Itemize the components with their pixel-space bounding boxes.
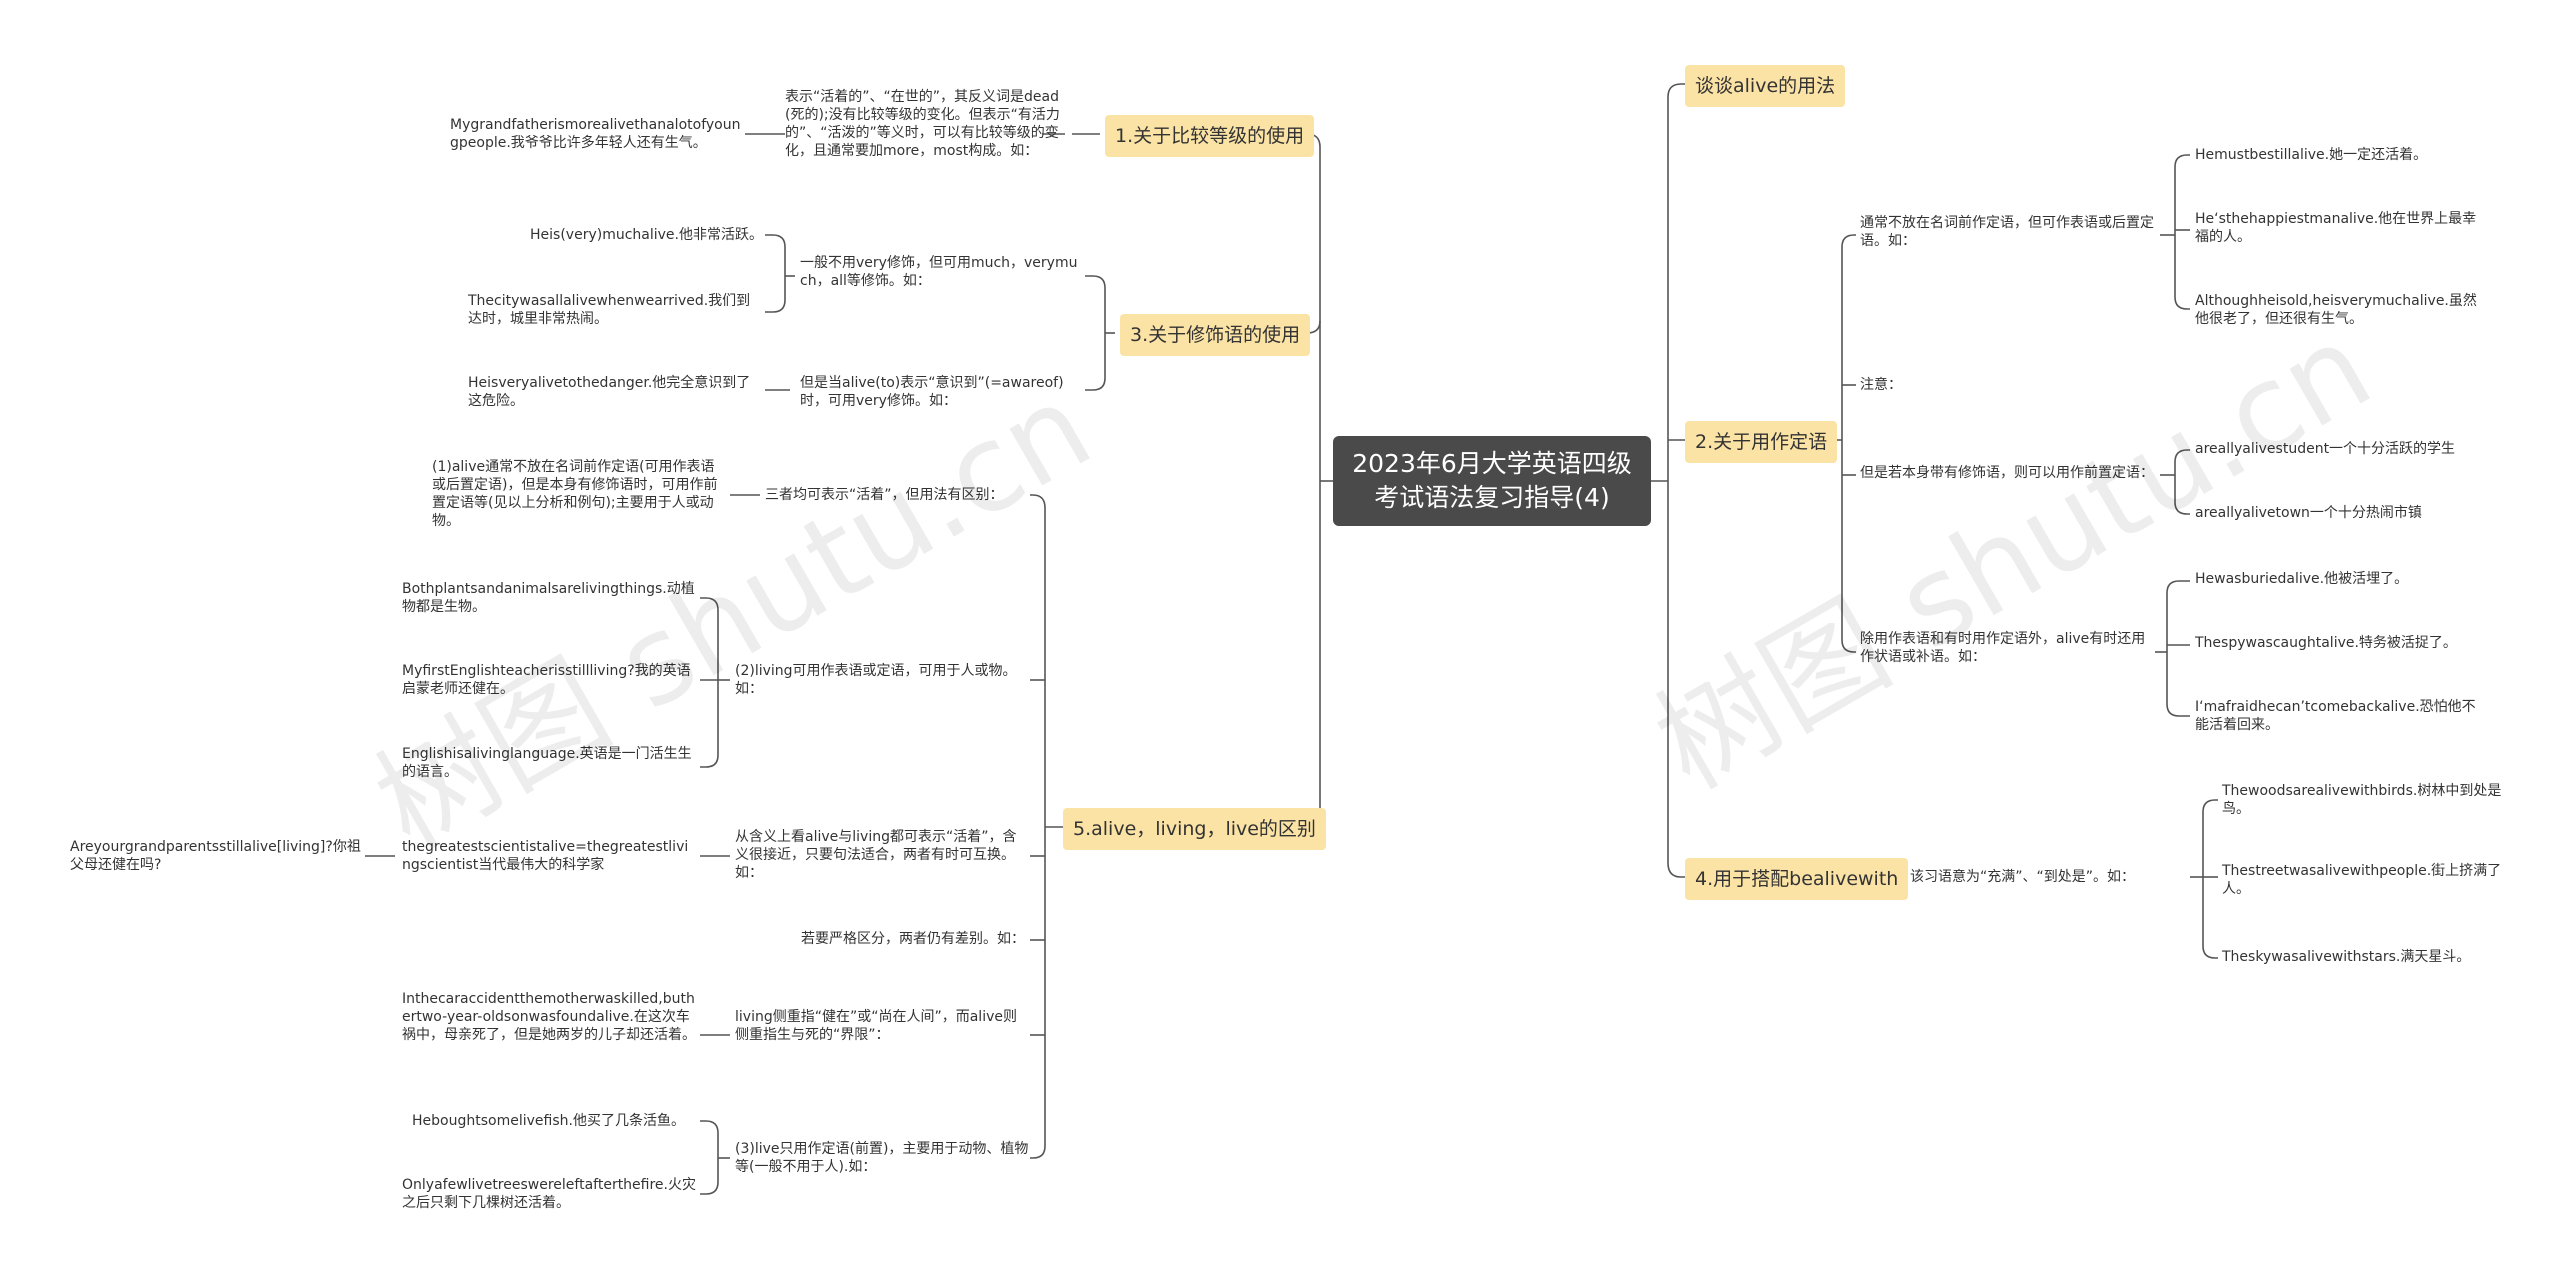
b4-note-1[interactable]: 该习语意为“充满”、“到处是”。如： (1910, 869, 2136, 885)
b2-note-4[interactable]: 除用作表语和有时用作定语外，alive有时还用作状语或补语。如： (1860, 631, 2146, 665)
b5-example-6[interactable]: Inthecaraccidentthemotherwaskilled,buthe… (402, 991, 696, 1043)
b4-example-1[interactable]: Thewoodsarealivewithbirds.树林中到处是鸟。 (2222, 783, 2502, 817)
branch-alive-living-live[interactable]: 5.alive，living，live的区别 (1063, 808, 1326, 850)
b2-example-2[interactable]: He‘sthehappiestmanalive.他在世界上最幸福的人。 (2195, 211, 2477, 245)
b2-note-2[interactable]: 注意： (1860, 377, 1902, 393)
b5-example-5[interactable]: Areyourgrandparentsstillalive[living]?你祖… (70, 839, 361, 873)
b2-note-3[interactable]: 但是若本身带有修饰语，则可以用作前置定语： (1860, 465, 2154, 481)
root-topic[interactable]: 2023年6月大学英语四级考试语法复习指导(4) (1333, 436, 1651, 526)
b5-note-3[interactable]: 从含义上看alive与living都可表示“活着”，含义很接近，只要句法适合，两… (735, 829, 1017, 881)
b3-note-2[interactable]: 但是当alive(to)表示“意识到”(=awareof)时，可用very修饰。… (800, 375, 1064, 409)
b5-example-1[interactable]: Bothplantsandanimalsarelivingthings.动植物都… (402, 581, 695, 615)
b4-example-3[interactable]: Theskywasalivewithstars.满天星斗。 (2222, 949, 2471, 965)
b5-example-4[interactable]: thegreatestscientistalive=thegreatestliv… (402, 839, 689, 873)
b5-detail-1[interactable]: (1)alive通常不放在名词前作定语(可用作表语或后置定语)，但是本身有修饰语… (432, 459, 718, 529)
b5-example-7[interactable]: Heboughtsomelivefish.他买了几条活鱼。 (412, 1113, 685, 1129)
b2-example-6[interactable]: Hewasburiedalive.他被活埋了。 (2195, 571, 2409, 587)
branch-attributive[interactable]: 2.关于用作定语 (1685, 421, 1838, 463)
b2-example-5[interactable]: areallyalivetown一个十分热闹市镇 (2195, 505, 2422, 521)
branch-comparison[interactable]: 1.关于比较等级的使用 (1105, 115, 1315, 157)
b5-note-5[interactable]: living侧重指“健在”或“尚在人间”，而alive则侧重指生与死的“界限”： (735, 1009, 1017, 1043)
b3-example-1[interactable]: Heis(very)muchalive.他非常活跃。 (530, 227, 763, 243)
branch-alive-usage[interactable]: 谈谈alive的用法 (1685, 65, 1846, 107)
b2-example-8[interactable]: I‘mafraidhecan’tcomebackalive.恐怕他不能活着回来。 (2195, 699, 2476, 733)
b5-note-6[interactable]: (3)live只用作定语(前置)，主要用于动物、植物等(一般不用于人).如： (735, 1141, 1029, 1175)
branch-bealivewith[interactable]: 4.用于搭配bealivewith (1685, 858, 1909, 900)
b1-example-1[interactable]: Mygrandfatherismorealivethanalotofyoungp… (450, 117, 741, 151)
b2-example-3[interactable]: Althoughheisold,heisverymuchalive.虽然他很老了… (2195, 293, 2477, 327)
b5-note-1[interactable]: 三者均可表示“活着”，但用法有区别： (765, 487, 1004, 503)
b5-example-3[interactable]: Englishisalivinglanguage.英语是一门活生生的语言。 (402, 746, 692, 780)
b3-example-2[interactable]: Thecitywasallalivewhenwearrived.我们到达时，城里… (468, 293, 751, 327)
b3-note-1[interactable]: 一般不用very修饰，但可用much，verymuch，all等修饰。如： (800, 255, 1078, 289)
b1-note-1[interactable]: 表示“活着的”、“在世的”，其反义词是dead(死的);没有比较等级的变化。但表… (785, 89, 1060, 159)
b4-example-2[interactable]: Thestreetwasalivewithpeople.街上挤满了人。 (2222, 863, 2502, 897)
b5-note-2[interactable]: (2)living可用作表语或定语，可用于人或物。如： (735, 663, 1017, 697)
branch-modifier[interactable]: 3.关于修饰语的使用 (1120, 314, 1311, 356)
b3-example-3[interactable]: Heisveryalivetothedanger.他完全意识到了这危险。 (468, 375, 751, 409)
b2-example-7[interactable]: Thespywascaughtalive.特务被活捉了。 (2195, 635, 2457, 651)
b2-example-4[interactable]: areallyalivestudent一个十分活跃的学生 (2195, 441, 2456, 457)
b2-note-1[interactable]: 通常不放在名词前作定语，但可作表语或后置定语。如： (1860, 215, 2154, 249)
b5-example-8[interactable]: Onlyafewlivetreeswereleftafterthefire.火灾… (402, 1177, 696, 1211)
b5-note-4[interactable]: 若要严格区分，两者仍有差别。如： (801, 931, 1025, 947)
b2-example-1[interactable]: Hemustbestillalive.她一定还活着。 (2195, 147, 2428, 163)
b5-example-2[interactable]: MyfirstEnglishteacherisstillliving?我的英语启… (402, 663, 691, 697)
